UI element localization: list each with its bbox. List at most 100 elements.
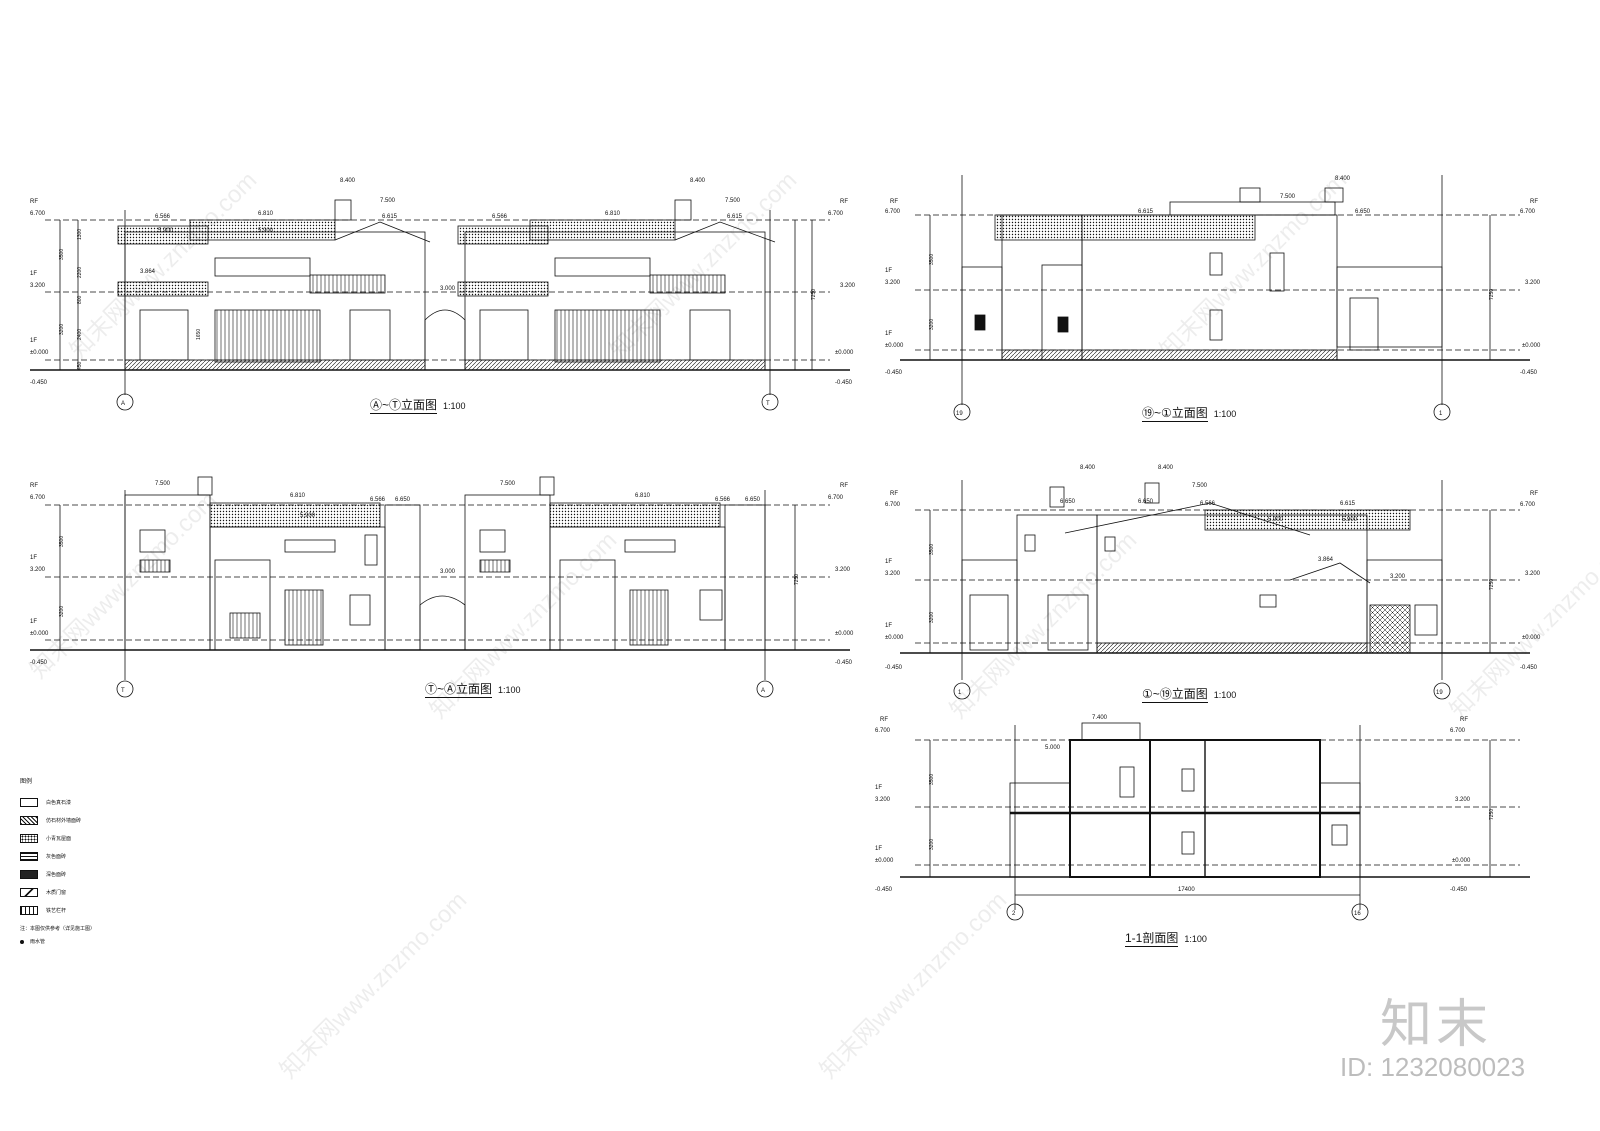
level-5900: 5.900 — [1268, 517, 1284, 523]
level-6566: 6.566 — [370, 497, 386, 503]
level-1f-value: ±0.000 — [1452, 858, 1471, 864]
level-5900: 5.900 — [258, 228, 274, 234]
drawing-title: 1-1剖面图 — [1125, 931, 1179, 947]
legend-label: 仿石材外墙面砖 — [46, 817, 82, 824]
level-2f-value: 3.200 — [30, 283, 46, 289]
level-6810: 6.810 — [258, 211, 274, 217]
legend-label: 灰色面砖 — [46, 853, 67, 860]
level-peak: 8.400 — [1158, 465, 1174, 471]
level-2f-value: 3.200 — [1525, 571, 1541, 577]
level-1f-value: ±0.000 — [835, 631, 854, 637]
dim-3500: 3500 — [59, 536, 65, 547]
level-1f-label: 1F — [885, 623, 892, 629]
legend-label: 铁艺栏杆 — [46, 907, 67, 914]
level-6615: 6.615 — [1138, 209, 1154, 215]
level-ground-value: -0.450 — [1520, 370, 1538, 376]
level-6810: 6.810 — [290, 493, 306, 499]
axis-label: T — [121, 688, 125, 694]
axis-label: 19 — [1436, 690, 1443, 696]
section-1-1: RF 6.700 1F 3.200 1F ±0.000 -0.450 RF 6.… — [875, 715, 1530, 921]
level-3864: 3.864 — [1318, 557, 1334, 563]
level-rf-value: 6.700 — [1520, 209, 1536, 215]
axis-label: 1 — [958, 690, 962, 696]
level-1f-value: ±0.000 — [1522, 343, 1541, 349]
dim-3500: 3500 — [929, 544, 935, 555]
dim-3500: 3500 — [929, 774, 935, 785]
level-peak: 8.400 — [1080, 465, 1096, 471]
level-rf-label: RF — [1530, 199, 1538, 205]
dim-7250: 7250 — [1489, 289, 1495, 300]
level-5000: 5.000 — [1045, 745, 1061, 751]
level-2f-value: 3.200 — [875, 797, 891, 803]
level-ground-value: -0.450 — [875, 887, 893, 893]
level-5900: 5.900 — [158, 228, 174, 234]
legend-item: 灰色面砖 — [20, 847, 220, 865]
level-rf-label: RF — [1530, 491, 1538, 497]
legend-item: 铁艺栏杆 — [20, 901, 220, 919]
dim-450: 450 — [77, 361, 83, 370]
level-rf-value: 6.700 — [1520, 502, 1536, 508]
level-6566: 6.566 — [715, 497, 731, 503]
dim-3500: 3500 — [59, 249, 65, 260]
elevation-t-a: RF 6.700 1F 3.200 1F ±0.000 -0.450 RF 6.… — [30, 476, 854, 698]
level-3000: 3.000 — [440, 286, 456, 292]
level-7500: 7.500 — [155, 481, 171, 487]
level-ground-value: -0.450 — [885, 370, 903, 376]
legend-dot-item: 雨水管 — [20, 938, 220, 945]
dim-1300: 1300 — [77, 229, 83, 240]
level-6566: 6.566 — [492, 214, 508, 220]
legend-swatch — [20, 833, 38, 843]
drawing-title: Ⓐ~Ⓣ立面图 — [370, 398, 438, 414]
level-ground-value: -0.450 — [835, 660, 853, 666]
level-1f-label: 1F — [30, 338, 37, 344]
axis-label: A — [761, 688, 765, 694]
level-2f-value: 3.200 — [835, 567, 851, 573]
level-3000: 3.000 — [440, 569, 456, 575]
legend-label: 白色真石漆 — [46, 799, 72, 806]
level-peak: 8.400 — [1335, 176, 1351, 182]
dim-3200: 3200 — [929, 612, 935, 623]
drawing-title: Ⓣ~Ⓐ立面图 — [425, 682, 493, 698]
level-2f-value: 3.200 — [30, 567, 46, 573]
dim-total: 17400 — [1178, 887, 1195, 893]
level-rf-value: 6.700 — [875, 728, 891, 734]
level-3200: 3.200 — [1390, 574, 1406, 580]
dim-7250: 7250 — [1489, 809, 1495, 820]
level-7500: 7.500 — [500, 481, 516, 487]
level-6615: 6.615 — [1340, 501, 1356, 507]
legend-swatch — [20, 851, 38, 861]
legend-swatch — [20, 869, 38, 879]
dim-2400: 2400 — [77, 329, 83, 340]
level-peak: 8.400 — [340, 178, 356, 184]
legend-note: 注：本图仅供参考（详见施工图） — [20, 926, 96, 932]
level-5900: 5.900 — [1342, 517, 1358, 523]
legend-item: 木质门窗 — [20, 883, 220, 901]
watermark: 知末网www.znzmo.com — [274, 886, 473, 1085]
level-7500: 7.500 — [1280, 194, 1296, 200]
level-7500: 7.500 — [725, 198, 741, 204]
level-ground-value: -0.450 — [1520, 665, 1538, 671]
level-1f-value: ±0.000 — [1522, 635, 1541, 641]
level-rf-value: 6.700 — [30, 211, 46, 217]
dim-3200: 3200 — [59, 606, 65, 617]
drawing-scale: 1:100 — [1213, 690, 1237, 700]
legend-item: 仿石材外墙面砖 — [20, 811, 220, 829]
legend-title: 图例 — [20, 779, 33, 785]
level-rf-value: 6.700 — [885, 502, 901, 508]
elevation-a-t: RF 6.700 1F 3.200 1F ±0.000 -0.450 RF 6.… — [30, 178, 856, 411]
level-rf-label: RF — [30, 483, 38, 489]
axis-label: 2 — [1012, 911, 1016, 917]
axis-label: 16 — [1354, 911, 1361, 917]
legend-label: 深色面砖 — [46, 871, 67, 878]
level-5900: 5.900 — [300, 513, 316, 519]
dim-7250: 7250 — [794, 574, 800, 585]
dim-7250: 7250 — [1489, 579, 1495, 590]
level-6615: 6.615 — [727, 214, 743, 220]
drawing-title: ①~⑲立面图 — [1142, 687, 1208, 703]
caption-elevation-1-19: ①~⑲立面图 1:100 — [1142, 685, 1237, 703]
level-rf-value: 6.700 — [885, 209, 901, 215]
